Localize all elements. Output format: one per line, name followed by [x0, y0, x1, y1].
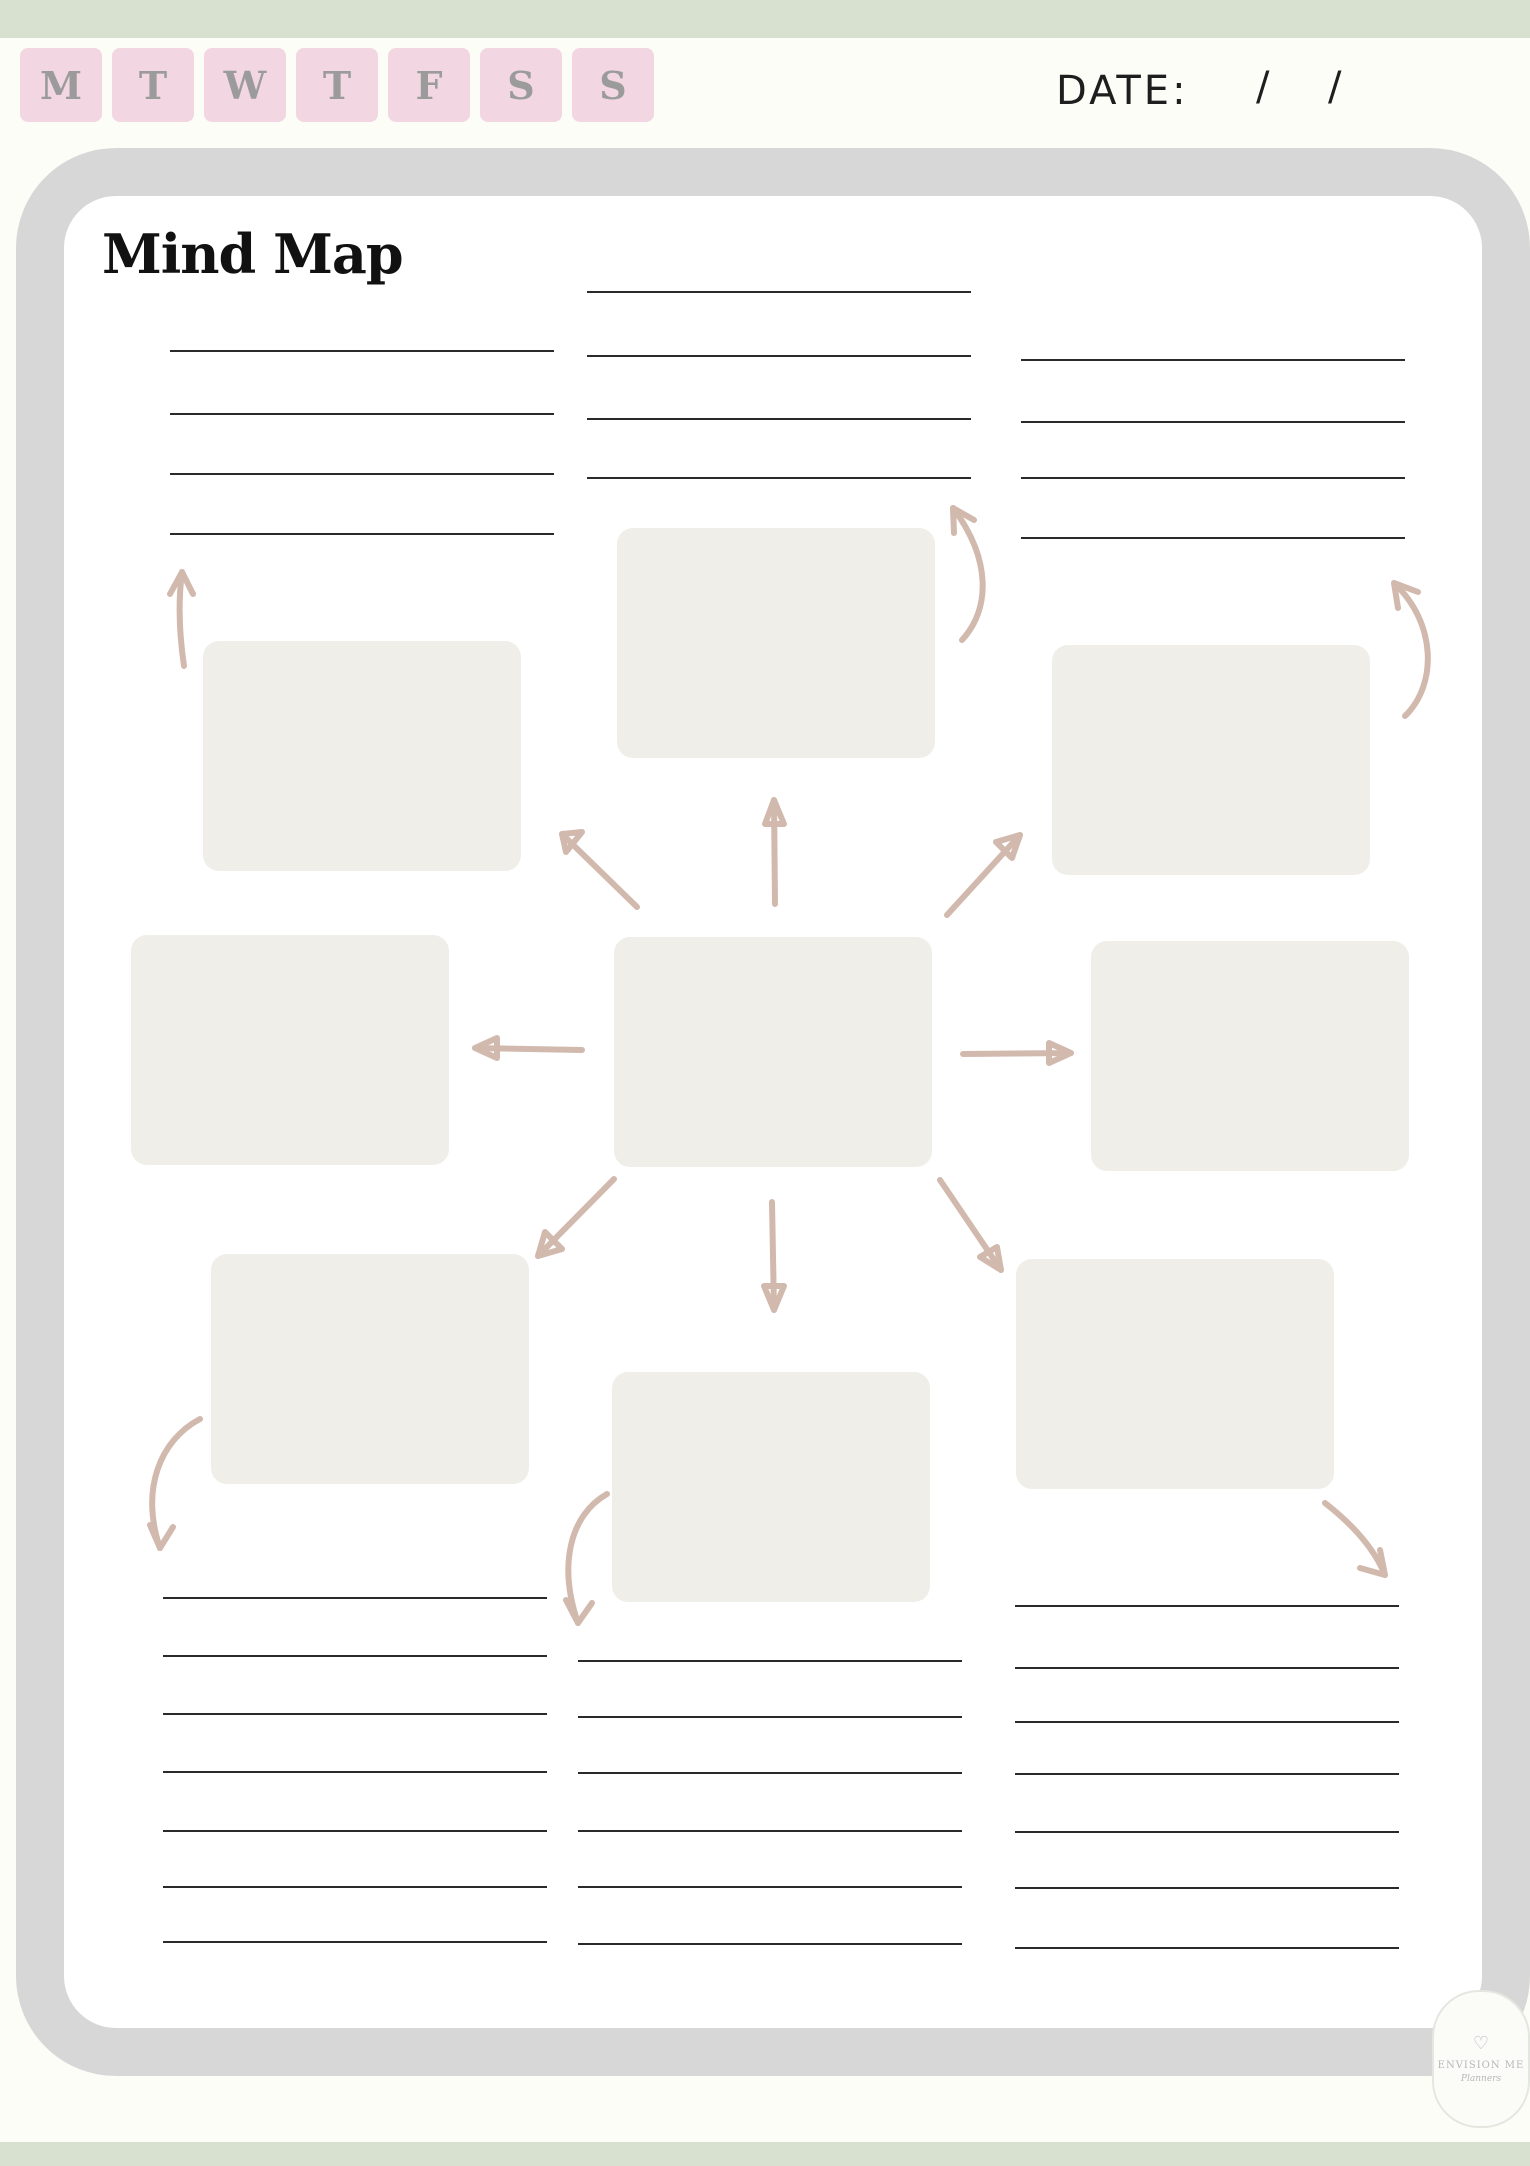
topic-box-right[interactable] — [1091, 941, 1409, 1171]
date-field[interactable]: DATE: / / — [1056, 64, 1341, 118]
note-line[interactable] — [1015, 1887, 1399, 1889]
note-line[interactable] — [163, 1655, 547, 1657]
weekday-friday[interactable]: F — [388, 48, 470, 122]
topic-box-top-left[interactable] — [203, 641, 521, 871]
note-line[interactable] — [587, 418, 971, 420]
note-line[interactable] — [1015, 1721, 1399, 1723]
topic-box-bottom[interactable] — [612, 1372, 930, 1602]
note-line[interactable] — [578, 1886, 962, 1888]
note-line[interactable] — [163, 1830, 547, 1832]
weekday-thursday[interactable]: T — [296, 48, 378, 122]
note-line[interactable] — [1015, 1831, 1399, 1833]
date-separator-1: / — [1256, 64, 1273, 110]
page-title: Mind Map — [102, 222, 404, 286]
date-label: DATE: — [1056, 68, 1189, 114]
note-line[interactable] — [578, 1660, 962, 1662]
topic-box-top-right[interactable] — [1052, 645, 1370, 875]
note-line[interactable] — [587, 291, 971, 293]
note-line[interactable] — [578, 1716, 962, 1718]
weekday-monday[interactable]: M — [20, 48, 102, 122]
central-topic-box[interactable] — [614, 937, 932, 1167]
note-line[interactable] — [578, 1830, 962, 1832]
note-line[interactable] — [1015, 1773, 1399, 1775]
brand-logo: ♡ ENVISION ME Planners — [1432, 1990, 1530, 2128]
weekday-wednesday[interactable]: W — [204, 48, 286, 122]
logo-name: ENVISION ME — [1437, 2060, 1525, 2071]
logo-subtitle: Planners — [1460, 2074, 1502, 2084]
note-line[interactable] — [1015, 1667, 1399, 1669]
note-line[interactable] — [1021, 359, 1405, 361]
note-line[interactable] — [1021, 421, 1405, 423]
note-line[interactable] — [1021, 537, 1405, 539]
topic-box-bottom-right[interactable] — [1016, 1259, 1334, 1489]
note-line[interactable] — [1015, 1605, 1399, 1607]
note-line[interactable] — [163, 1713, 547, 1715]
weekday-sunday[interactable]: S — [572, 48, 654, 122]
note-line[interactable] — [170, 473, 554, 475]
note-line[interactable] — [587, 477, 971, 479]
envision-me-logo-icon: ♡ — [1472, 2033, 1490, 2054]
topic-box-left[interactable] — [131, 935, 449, 1165]
date-separator-2: / — [1328, 64, 1345, 110]
note-line[interactable] — [163, 1886, 547, 1888]
weekday-tuesday[interactable]: T — [112, 48, 194, 122]
note-line[interactable] — [170, 413, 554, 415]
note-line[interactable] — [163, 1771, 547, 1773]
note-line[interactable] — [163, 1941, 547, 1943]
topic-box-top[interactable] — [617, 528, 935, 758]
note-line[interactable] — [1015, 1947, 1399, 1949]
weekday-saturday[interactable]: S — [480, 48, 562, 122]
note-line[interactable] — [578, 1772, 962, 1774]
note-line[interactable] — [163, 1597, 547, 1599]
note-line[interactable] — [170, 350, 554, 352]
top-color-band — [0, 0, 1530, 38]
bottom-color-band — [0, 2142, 1530, 2166]
note-line[interactable] — [170, 533, 554, 535]
note-line[interactable] — [1021, 477, 1405, 479]
note-line[interactable] — [578, 1943, 962, 1945]
topic-box-bottom-left[interactable] — [211, 1254, 529, 1484]
note-line[interactable] — [587, 355, 971, 357]
